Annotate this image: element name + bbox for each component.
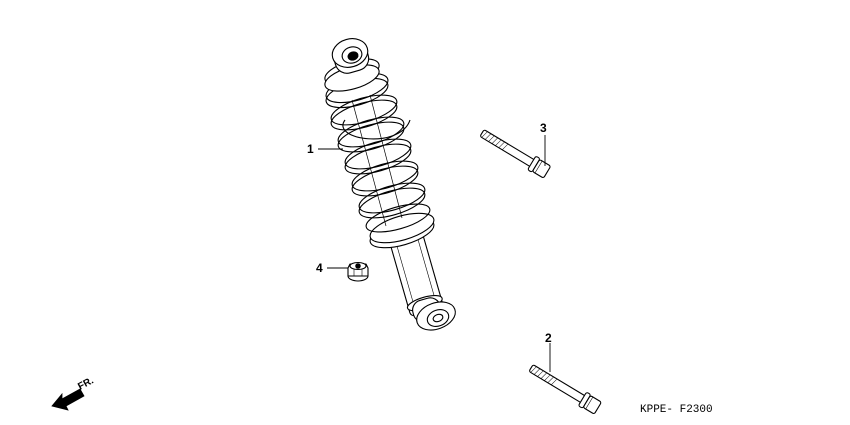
- direction-label: FR.: [76, 375, 96, 392]
- upper-mount-bolt: [480, 129, 551, 178]
- callout-4: 4: [316, 261, 323, 275]
- callout-3: 3: [540, 121, 547, 135]
- lower-mount-bolt: [529, 364, 602, 414]
- flange-nut: [347, 261, 369, 282]
- rear-shock-absorber: [324, 38, 456, 331]
- drawing-code: KPPE- F2300: [640, 404, 713, 416]
- front-direction-arrow-icon: FR.: [51, 375, 96, 411]
- callout-2: 2: [545, 331, 552, 345]
- callout-1: 1: [307, 142, 314, 156]
